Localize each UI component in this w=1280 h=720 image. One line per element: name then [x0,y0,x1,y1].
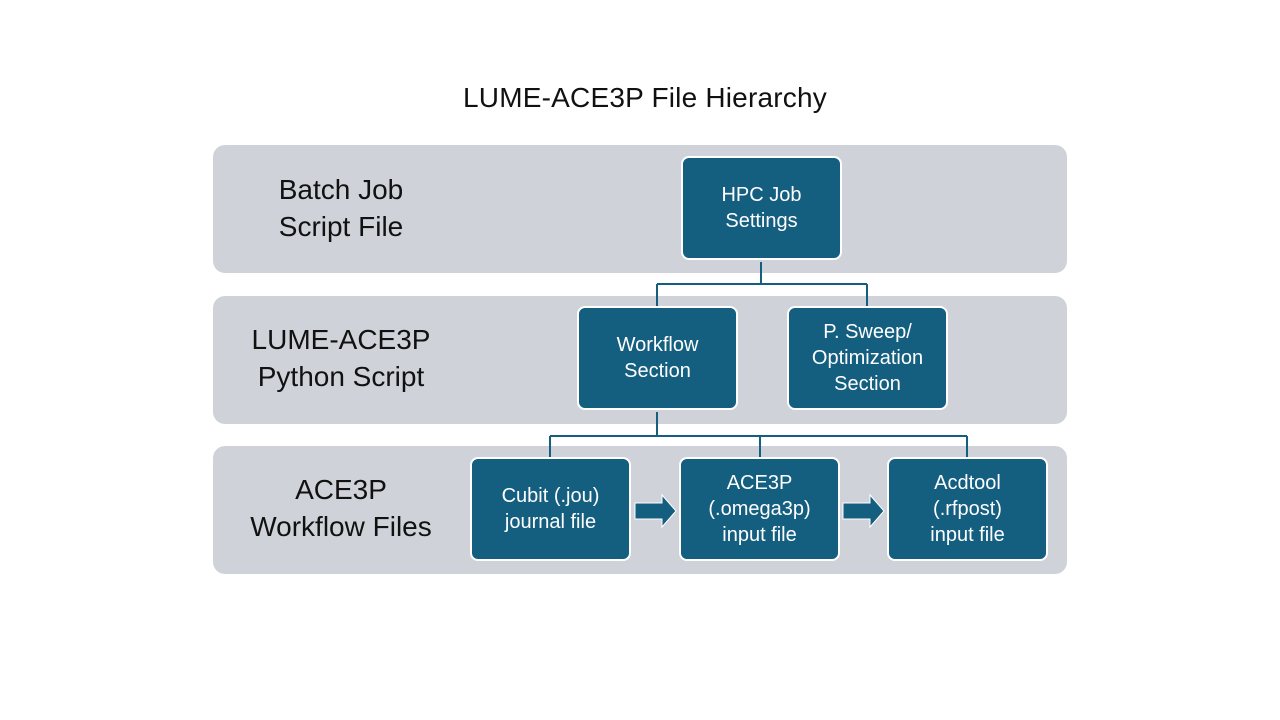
band-label-python-script: LUME-ACE3P Python Script [251,324,431,392]
connector-workflow-to-files [549,412,968,457]
connector-hpc-to-children [656,262,868,306]
sweep-optimization-section-node: P. Sweep/ Optimization Section [787,306,948,410]
hpc-job-settings-node: HPC Job Settings [681,156,842,260]
flow-arrow-cubit-to-ace3p [634,493,677,529]
flow-arrow-ace3p-to-acdtool [842,493,885,529]
band-label-workflow-files: ACE3P Workflow Files [250,474,432,542]
acdtool-input-file-node: Acdtool (.rfpost) input file [887,457,1048,561]
workflow-section-node: Workflow Section [577,306,738,410]
cubit-journal-file-node: Cubit (.jou) journal file [470,457,631,561]
diagram-title: LUME-ACE3P File Hierarchy [463,82,827,113]
band-label-batch-job: Batch Job Script File [278,174,404,242]
ace3p-input-file-node: ACE3P (.omega3p) input file [679,457,840,561]
band-batch-job [213,145,1067,273]
